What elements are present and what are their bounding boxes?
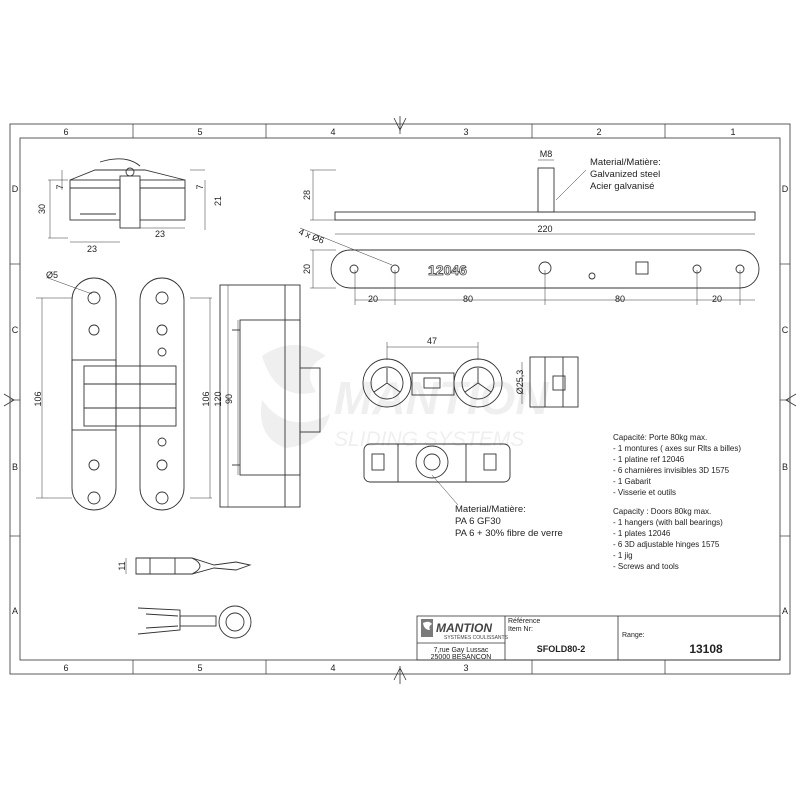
dim-label: 11 — [117, 561, 127, 570]
dim-label: 106 — [33, 391, 43, 406]
plate-material-label: Material/Matière: — [590, 157, 661, 168]
row-label: A — [12, 606, 18, 616]
row-label: C — [782, 325, 789, 335]
dim-label: 90 — [224, 394, 234, 404]
col-label: 6 — [63, 663, 68, 673]
row-label: B — [12, 462, 18, 472]
address-line-2: 25000 BESANCON — [431, 654, 492, 661]
dim-label: Ø5 — [46, 270, 58, 280]
dim-label: 80 — [463, 294, 473, 304]
hanger-material-1: PA 6 GF30 — [455, 516, 501, 527]
capacity-en-item: - 1 hangers (with ball bearings) — [613, 518, 723, 527]
hinge-top-view — [69, 158, 186, 229]
hanger-dims — [386, 342, 523, 506]
capacity-fr-item: - 1 platine ref 12046 — [613, 455, 685, 464]
dim-label: 106 — [201, 391, 211, 406]
dim-label: 30 — [37, 204, 47, 214]
hanger-bottom-view — [363, 443, 511, 483]
col-label: 3 — [463, 663, 468, 673]
hanger-top-view — [362, 358, 503, 408]
capacity-en-item: - 1 plates 12046 — [613, 529, 671, 538]
col-label: 3 — [463, 127, 468, 137]
title-block — [416, 615, 781, 661]
row-label: C — [12, 325, 19, 335]
hinge-top-dims — [48, 169, 206, 243]
range-label: Range: — [622, 632, 645, 639]
capacity-en-title: Capacity : Doors 80kg max. — [613, 507, 711, 516]
company-name: MANTION — [436, 621, 492, 635]
col-label: 1 — [730, 127, 735, 137]
col-label: 4 — [330, 663, 335, 673]
col-label: 6 — [63, 127, 68, 137]
dim-label: M8 — [540, 149, 553, 159]
center-markers — [3, 116, 797, 684]
dim-label: 20 — [368, 294, 378, 304]
reference-value: SFOLD80-2 — [537, 644, 586, 654]
jig-top-view — [137, 605, 252, 639]
row-label: D — [782, 184, 789, 194]
hinge-front-dims — [36, 277, 239, 507]
plate-stamp: 12046 — [428, 262, 467, 278]
capacity-fr-item: - 1 montures ( axes sur Rlts a billes) — [613, 444, 741, 453]
row-label: D — [12, 184, 19, 194]
capacity-en-item: - Screws and tools — [613, 562, 679, 571]
dim-label: 120 — [213, 391, 223, 406]
plate-material-en: Galvanized steel — [590, 169, 660, 180]
reference-label-2: Item Nr: — [508, 626, 533, 633]
dim-label: 28 — [302, 190, 312, 200]
hanger-material-2: PA 6 + 30% fibre de verre — [455, 528, 563, 539]
plate-front-view — [330, 249, 760, 289]
company-sub: SYSTÈMES COULISSANTS — [444, 634, 509, 641]
hinge-front-view-right — [139, 277, 185, 511]
col-label: 4 — [330, 127, 335, 137]
zone-labels: 6 5 4 3 2 1 6 5 4 3 D C B A D C B A — [12, 127, 789, 673]
dim-label: 7 — [195, 184, 205, 189]
watermark-brand: MANTION — [334, 372, 549, 424]
hanger-material-label: Material/Matière: — [455, 504, 526, 515]
plate-dims — [299, 159, 755, 305]
row-label: B — [782, 462, 788, 472]
dim-label: 80 — [615, 294, 625, 304]
hinge-front-view-left — [71, 277, 177, 511]
dim-label: 4 x Ø6 — [297, 227, 325, 246]
hinge-side-view — [219, 284, 321, 508]
dim-label: Ø25,3 — [515, 370, 525, 395]
capacity-fr-item: - 1 Gabarit — [613, 477, 652, 486]
plate-material-fr: Acier galvanisé — [590, 181, 654, 192]
hanger-side-view — [529, 356, 579, 408]
dim-label: 47 — [427, 336, 437, 346]
frame-ticks — [10, 124, 790, 674]
reference-label-1: Référence — [508, 618, 540, 625]
dim-label: 21 — [213, 196, 223, 206]
address-line-1: 7,rue Gay Lussac — [434, 647, 489, 654]
capacity-fr-item: - Visserie et outils — [613, 488, 676, 497]
col-label: 5 — [197, 663, 202, 673]
dim-label: 23 — [155, 229, 165, 239]
capacity-fr-title: Capacité: Porte 80kg max. — [613, 433, 707, 442]
range-value: 13108 — [689, 642, 723, 656]
dim-label: 23 — [87, 244, 97, 254]
capacity-en-item: - 6 3D adjustable hinges 1575 — [613, 540, 720, 549]
watermark: MANTION SLIDING SYSTEMS — [261, 345, 549, 451]
col-label: 5 — [197, 127, 202, 137]
plate-side-view — [334, 167, 756, 221]
capacity-en-item: - 1 jig — [613, 551, 633, 560]
jig-side-view — [135, 557, 252, 575]
dim-label: 7 — [55, 184, 65, 189]
company-logo: MANTION SYSTÈMES COULISSANTS — [421, 619, 509, 641]
row-label: A — [782, 606, 788, 616]
col-label: 2 — [596, 127, 601, 137]
dim-label: 20 — [302, 264, 312, 274]
dim-label: 20 — [712, 294, 722, 304]
dim-label: 220 — [537, 224, 552, 234]
capacity-fr-item: - 6 charnières invisibles 3D 1575 — [613, 466, 730, 475]
watermark-tagline: SLIDING SYSTEMS — [334, 428, 524, 451]
